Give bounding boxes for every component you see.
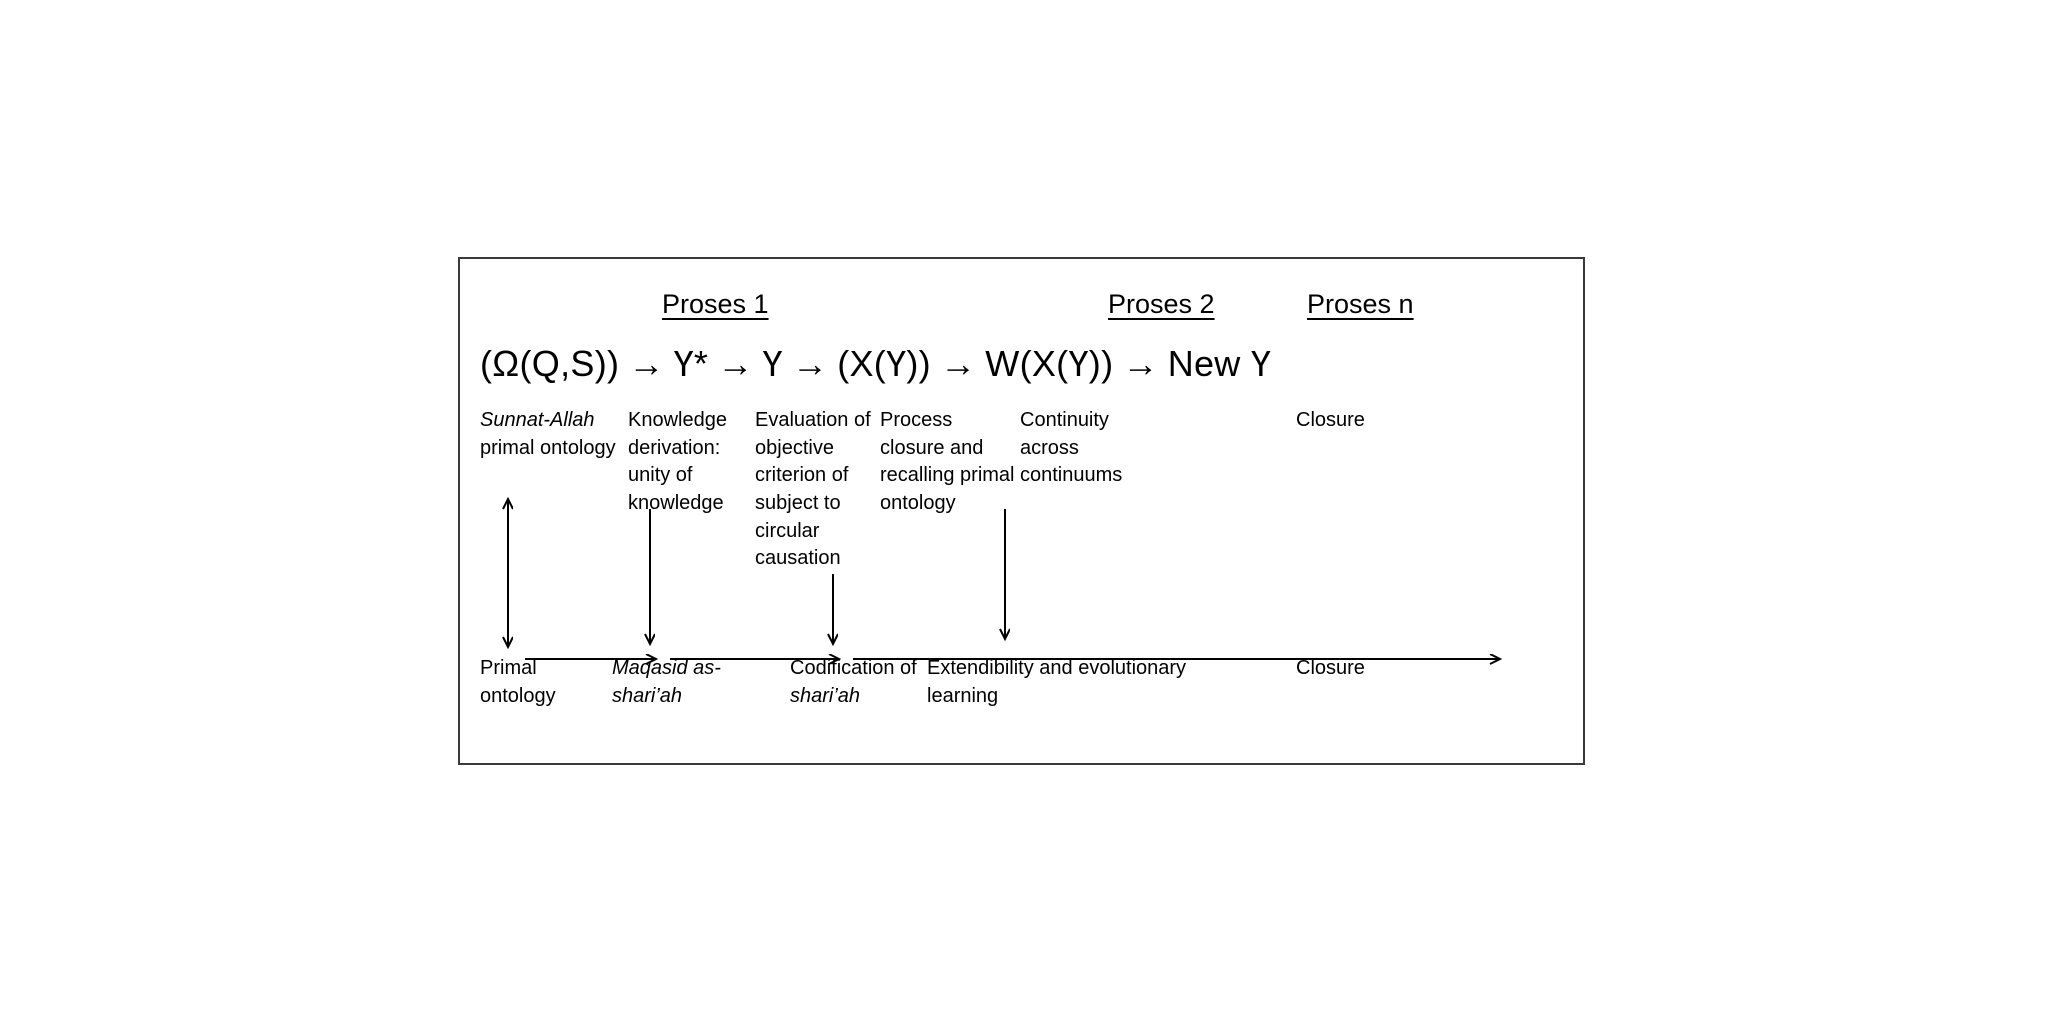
- formula-arrow-icon-4: →: [939, 343, 977, 384]
- description-column-1: Sunnat-Allah primal ontology: [480, 407, 630, 462]
- timeline-label-extendibility: Extendibility and evolutionary learning: [927, 655, 1187, 710]
- formula-token-theta-star: Ү*: [673, 343, 709, 384]
- formula-token-theta: Ү: [762, 343, 783, 384]
- timeline-label-maqasid-text: Maqasid as-shari’ah: [612, 657, 721, 707]
- timeline-label-extendibility-text: Extendibility and evolutionary learning: [927, 657, 1187, 707]
- description-1-italic-lead: Sunnat-Allah: [480, 409, 595, 431]
- formula-arrow-icon-5: →: [1122, 343, 1159, 384]
- closure-label-top: Closure: [1296, 409, 1365, 431]
- formula-arrow-icon-2: →: [717, 343, 754, 384]
- formula-chain: (Ω(Q,S))→Ү*→Ү→(X(Ү))→W(X(Ү))→New Ү: [480, 344, 1271, 384]
- description-4-text: Process closure and recalling primal ont…: [880, 409, 1015, 515]
- description-column-3: Evaluation of objective criterion of sub…: [755, 407, 880, 573]
- description-3-text: Evaluation of objective criterion of sub…: [755, 409, 871, 570]
- description-column-4: Process closure and recalling primal ont…: [880, 407, 1020, 518]
- description-1-text: primal ontology: [480, 436, 616, 459]
- formula-token-x-theta: (X(Ү)): [837, 343, 931, 384]
- description-column-2: Knowledge derivation: unity of knowledge: [628, 407, 758, 518]
- formula-arrow-icon-3: →: [791, 343, 829, 384]
- formula-token-new-theta: New Ү: [1167, 343, 1272, 384]
- process-header-2: Proses 2: [1108, 289, 1215, 319]
- figure-frame: Proses 1 Proses 2 Proses n (Ω(Q,S))→Ү*→Ү…: [458, 257, 1585, 765]
- description-5-text: Continuity across continuums: [1020, 409, 1123, 487]
- description-column-5: Continuity across continuums: [1020, 407, 1140, 490]
- formula-token-w-x-theta: W(X(Ү)): [985, 343, 1114, 384]
- process-header-1: Proses 1: [662, 289, 769, 319]
- timeline-label-codification-lead: Codification of: [790, 657, 917, 679]
- closure-label-bottom: Closure: [1296, 657, 1365, 679]
- arrow-diagram-layer: [460, 259, 1587, 767]
- formula-token-omega: (Ω(Q,S)): [480, 343, 620, 384]
- description-2-text: Knowledge derivation: unity of knowledge: [628, 409, 727, 515]
- timeline-label-primal-ontology: Primal ontology: [480, 655, 610, 710]
- timeline-label-codification-italic: shari’ah: [790, 684, 861, 707]
- timeline-label-codification: Codification of shari’ah: [790, 655, 940, 710]
- timeline-label-maqasid: Maqasid as-shari’ah: [612, 655, 762, 710]
- formula-arrow-icon-1: →: [628, 343, 665, 384]
- process-header-n: Proses n: [1307, 289, 1414, 319]
- timeline-label-primal-ontology-text: Primal ontology: [480, 657, 556, 707]
